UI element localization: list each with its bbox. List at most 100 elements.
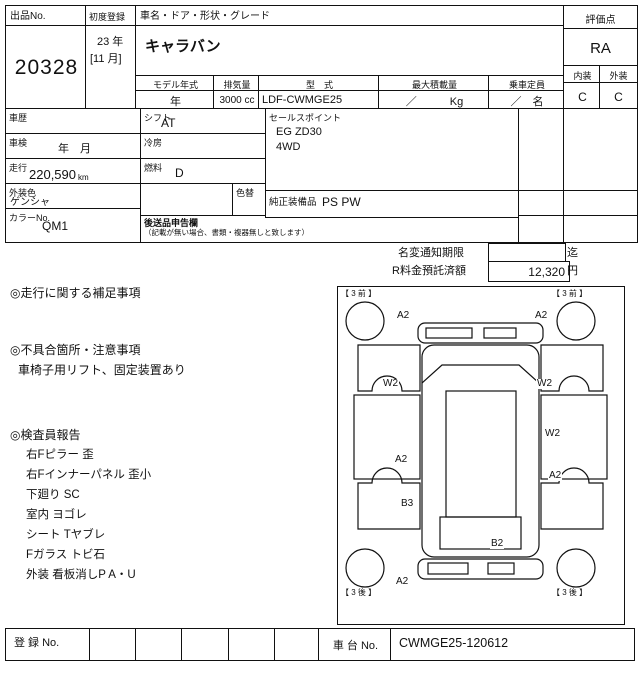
registration-cells xyxy=(89,629,320,660)
exterior-color-value: ゲンシャ xyxy=(10,197,50,208)
right-front-fender xyxy=(540,344,604,392)
color-no-value: QM1 xyxy=(42,219,69,233)
inspector-item-7: 外装 看板消しP A・U xyxy=(26,569,136,581)
late-items-cell: 後送品申告欄 （記載が無い場合、書類・複器無しと致します） xyxy=(140,215,521,243)
color-no-cell: カラーNo. QM1 xyxy=(5,208,143,243)
fuel-value: D xyxy=(175,166,184,180)
fuel-label: 燃料 xyxy=(144,163,163,173)
inspector-item-1: 右Fピラー 歪 xyxy=(26,449,94,461)
car-diagram-svg xyxy=(345,301,608,588)
mileage-unit: km xyxy=(78,173,89,182)
left-quarter-panel xyxy=(357,467,421,530)
damage-code-a2: A2 xyxy=(394,454,409,465)
blank-cell-6 xyxy=(563,215,638,243)
shift-value: AT xyxy=(161,116,176,130)
model-code-value: LDF-CWMGE25 xyxy=(262,94,343,106)
inspector-item-6: Fガラス トビ石 xyxy=(26,549,105,561)
rear-detail-2 xyxy=(487,562,515,575)
damage-code-w2: W2 xyxy=(536,378,553,389)
car-name-value-cell: キャラバン xyxy=(135,25,566,78)
tire-depth-label: 【 3 後 】 xyxy=(552,588,588,597)
rear-panel xyxy=(439,516,522,550)
rear-bumper xyxy=(417,558,544,580)
damage-code-a2: A2 xyxy=(396,310,411,321)
name-change-label: 名変通知期限 xyxy=(398,247,464,259)
sales-point-line-1: EG ZD30 xyxy=(276,126,322,138)
registration-cell-5 xyxy=(273,629,320,660)
inspector-item-2: 右Fインナーパネル 歪小 xyxy=(26,469,152,481)
registration-cell-4 xyxy=(227,629,274,660)
fuel-cell: 燃料 D xyxy=(140,158,268,186)
blank-cell-2 xyxy=(518,190,566,218)
mileage-note-heading: ◎走行に関する補足事項 xyxy=(10,286,141,300)
recycle-fee-label: R料金預託済額 xyxy=(392,265,466,277)
tire-depth-label: 【 3 後 】 xyxy=(341,588,377,597)
exterior-grade-value: C xyxy=(599,82,638,111)
blank-cell-4 xyxy=(563,108,638,193)
registration-cell-3 xyxy=(181,629,227,660)
front-detail-2 xyxy=(483,327,517,339)
color-no-label: カラーNo. xyxy=(9,213,51,223)
blank-cell-1 xyxy=(518,108,566,193)
equipment-cell: 純正装備品 PS PW xyxy=(265,190,521,218)
grade-header: 評価点 xyxy=(563,5,638,31)
exhibit-no-value: 20328 xyxy=(5,25,88,111)
blank-cell-5 xyxy=(563,190,638,218)
equipment-value: PS PW xyxy=(322,195,361,209)
ac-label: 冷房 xyxy=(144,138,163,148)
first-registration-value: 23 年 [11 月] xyxy=(85,25,138,111)
interior-grade-value: C xyxy=(563,82,602,111)
sales-point-label: セールスポイント xyxy=(269,113,342,123)
tire-front-left xyxy=(345,301,385,341)
damage-code-w2: W2 xyxy=(544,428,561,439)
color-change-cell: 色替 xyxy=(232,183,268,218)
blank-cell-3 xyxy=(518,215,566,243)
exhibit-no-label: 出品No. xyxy=(10,11,46,22)
chassis-no-value: CWMGE25-120612 xyxy=(399,636,509,650)
late-items-label: 後送品申告欄 xyxy=(144,218,199,228)
ac-cell: 冷房 xyxy=(140,133,268,161)
name-change-suffix: 迄 xyxy=(567,247,578,259)
inspector-item-4: 室内 ヨゴレ xyxy=(26,509,87,521)
damage-code-a2: A2 xyxy=(534,310,549,321)
mileage-value: 220,590 xyxy=(29,167,76,182)
left-door-panel xyxy=(353,394,421,480)
inspection-label: 車検 xyxy=(9,138,28,148)
registration-box: 登 録 No. xyxy=(5,628,321,661)
defect-item: 車椅子用リフト、固定装置あり xyxy=(18,363,186,377)
equipment-label: 純正装備品 xyxy=(269,197,317,208)
history-cell: 車歴 xyxy=(5,108,143,136)
tire-rear-right xyxy=(556,548,596,588)
registration-cell-2 xyxy=(135,629,181,660)
rear-detail-1 xyxy=(427,562,469,575)
body-outline xyxy=(421,344,540,558)
tire-depth-label: 【 3 前 】 xyxy=(341,289,377,298)
recycle-fee-box: 12,320 xyxy=(488,261,570,282)
damage-code-b3: B3 xyxy=(400,498,415,509)
registration-label: 登 録 No. xyxy=(14,637,60,649)
sales-point-line-2: 4WD xyxy=(276,141,301,153)
damage-code-a2: A2 xyxy=(395,576,410,587)
front-detail-1 xyxy=(425,327,473,339)
first-registration-label: 初度登録 xyxy=(89,12,126,22)
registration-cell-1 xyxy=(89,629,135,660)
inspector-item-5: シート Tヤブレ xyxy=(26,529,106,541)
chassis-no-cell: CWMGE25-120612 xyxy=(390,628,635,661)
inspection-value: 年 月 xyxy=(58,143,91,155)
inspector-item-3: 下廻り SC xyxy=(26,489,80,501)
shift-cell: シフト AT xyxy=(140,108,268,136)
color-change-label: 色替 xyxy=(236,188,255,198)
damage-code-a2: A2 xyxy=(548,470,563,481)
right-door-panel xyxy=(540,394,608,480)
tire-depth-label: 【 3 前 】 xyxy=(552,289,588,298)
late-items-note: （記載が無い場合、書類・複器無しと致します） xyxy=(144,228,309,237)
inspector-heading: ◎検査員報告 xyxy=(10,428,81,442)
sales-point-cell: セールスポイント EG ZD30 4WD xyxy=(265,108,521,193)
mileage-cell: 走行 220,590 km xyxy=(5,158,143,186)
history-label: 車歴 xyxy=(9,113,28,123)
color-change-blank-cell xyxy=(140,183,235,218)
damage-code-w2: W2 xyxy=(382,378,399,389)
car-name-value: キャラバン xyxy=(145,38,221,55)
